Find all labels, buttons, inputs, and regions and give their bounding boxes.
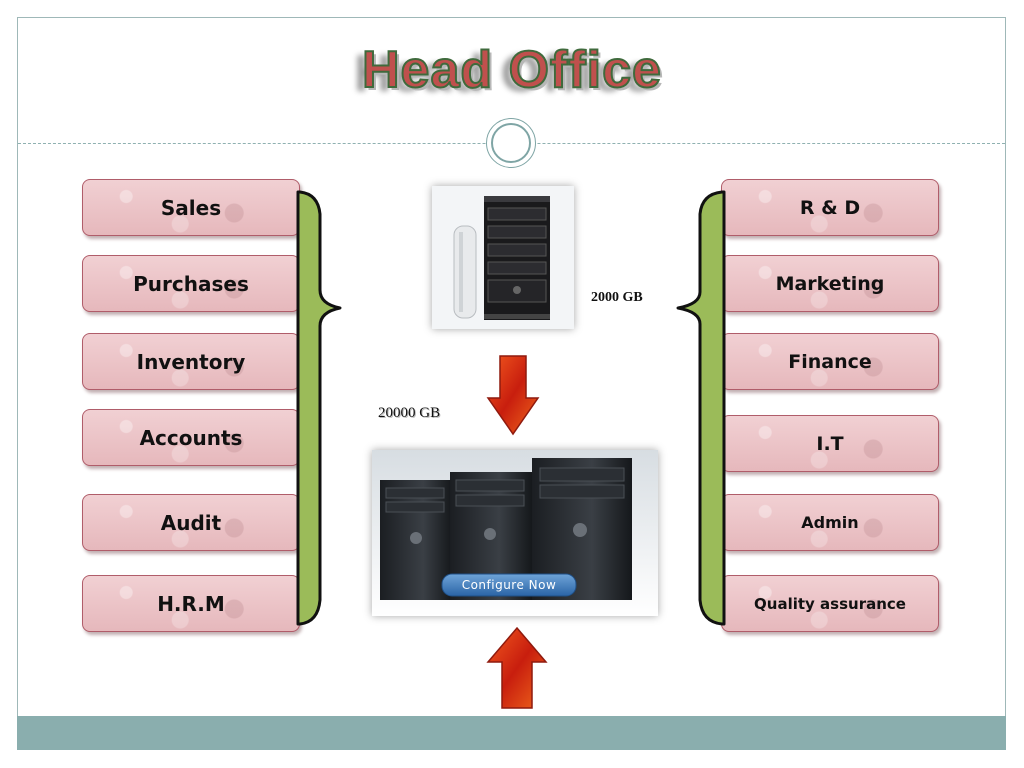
page-title: Head Office [361,40,662,100]
dept-box-quality-assurance[interactable]: Quality assurance [721,575,939,632]
small-server-icon [432,186,574,329]
dept-box-r-and-d[interactable]: R & D [721,179,939,236]
bottom-band [17,716,1006,750]
dept-box-it[interactable]: I.T [721,415,939,472]
storage-label-large: 20000 GB [378,405,441,421]
dept-box-hrm[interactable]: H.R.M [82,575,300,632]
storage-label-small: 2000 GB [591,290,643,305]
dept-box-purchases[interactable]: Purchases [82,255,300,312]
dept-box-accounts[interactable]: Accounts [82,409,300,466]
dept-box-sales[interactable]: Sales [82,179,300,236]
dept-box-marketing[interactable]: Marketing [721,255,939,312]
server-tower-cluster-icon [372,450,658,616]
configure-now-button[interactable]: Configure Now [461,578,557,592]
down-arrow-icon [486,355,540,436]
divider-circle-icon [486,118,536,168]
dept-box-finance[interactable]: Finance [721,333,939,390]
left-brace [296,190,342,626]
small-server-image [432,186,574,329]
right-brace [676,190,726,626]
dept-box-admin[interactable]: Admin [721,494,939,551]
up-arrow-icon [486,626,548,709]
server-cluster-image: Configure Now [372,450,658,616]
dept-box-inventory[interactable]: Inventory [82,333,300,390]
dept-box-audit[interactable]: Audit [82,494,300,551]
